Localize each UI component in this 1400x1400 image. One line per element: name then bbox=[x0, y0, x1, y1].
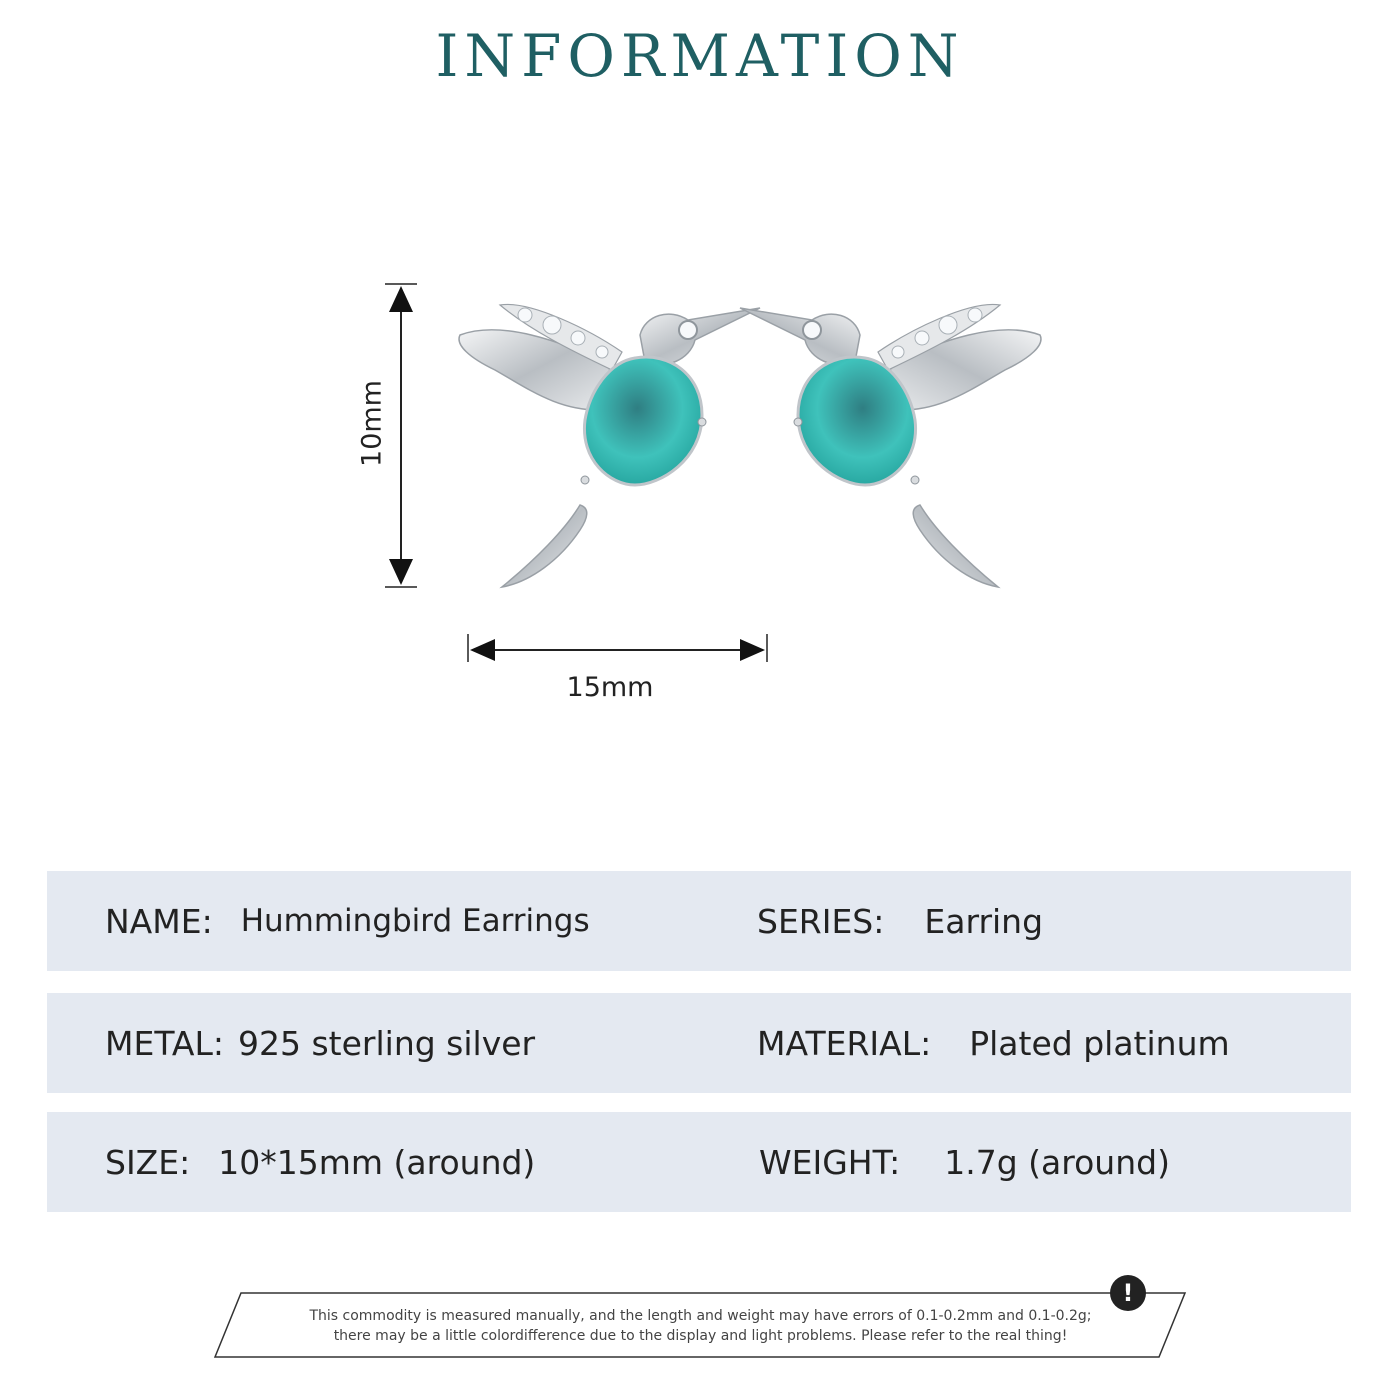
spec-row-name: NAME: Hummingbird Earrings SERIES: Earri… bbox=[47, 871, 1351, 971]
spec-row-metal: METAL: 925 sterling silver MATERIAL: Pla… bbox=[47, 993, 1351, 1093]
disclaimer-border bbox=[213, 1292, 1187, 1358]
width-dimension-label: 15mm bbox=[566, 672, 654, 703]
material-value: Plated platinum bbox=[969, 1023, 1230, 1063]
size-label: SIZE: bbox=[105, 1142, 191, 1182]
series-label: SERIES: bbox=[757, 901, 885, 941]
disclaimer-box: This commodity is measured manually, and… bbox=[213, 1292, 1188, 1358]
height-dimension-label: 10mm bbox=[356, 380, 388, 467]
weight-label: WEIGHT: bbox=[759, 1142, 901, 1182]
size-value: 10*15mm (around) bbox=[218, 1142, 536, 1182]
exclamation-icon: ! bbox=[1110, 1275, 1146, 1311]
metal-label: METAL: bbox=[105, 1023, 224, 1063]
hummingbird-earrings-image bbox=[457, 302, 1043, 589]
name-label: NAME: bbox=[105, 901, 213, 941]
disclaimer-text: This commodity is measured manually, and… bbox=[213, 1306, 1188, 1346]
page-title: INFORMATION bbox=[435, 22, 965, 90]
metal-value: 925 sterling silver bbox=[238, 1023, 536, 1063]
name-value: Hummingbird Earrings bbox=[240, 903, 590, 939]
disclaimer-line-2: there may be a little colordifference du… bbox=[333, 1328, 1068, 1344]
disclaimer-line-1: This commodity is measured manually, and… bbox=[309, 1308, 1092, 1324]
series-value: Earring bbox=[924, 901, 1044, 941]
spec-row-size: SIZE: 10*15mm (around) WEIGHT: 1.7g (aro… bbox=[47, 1112, 1351, 1212]
material-label: MATERIAL: bbox=[757, 1023, 932, 1063]
weight-value: 1.7g (around) bbox=[944, 1142, 1170, 1182]
